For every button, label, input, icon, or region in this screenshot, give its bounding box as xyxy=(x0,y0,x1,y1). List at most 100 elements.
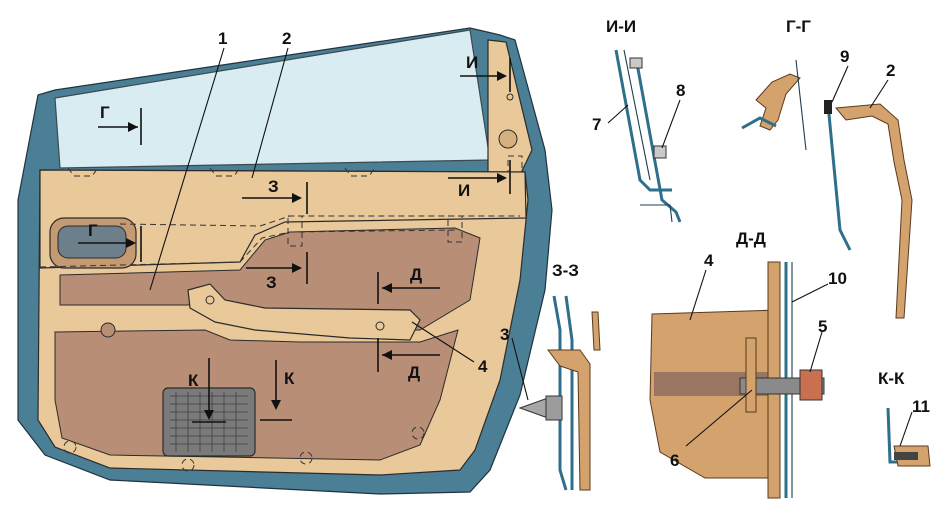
section-d-nut xyxy=(799,369,823,401)
callout-5: 5 xyxy=(818,317,827,336)
leader-3 xyxy=(511,337,529,401)
cut-mark-i-lower: И xyxy=(448,160,511,200)
leader-10 xyxy=(791,283,829,303)
cut-label-g-lower: Г xyxy=(88,221,98,240)
callout-8: 8 xyxy=(676,81,685,100)
section-g-handle xyxy=(755,73,801,131)
leader-4b xyxy=(689,269,707,321)
lower-recess xyxy=(54,329,459,461)
section-g-trim xyxy=(835,103,913,319)
pillar-hole xyxy=(498,129,518,149)
section-i-i: И-И 7 8 xyxy=(592,17,685,223)
callout-10: 10 xyxy=(828,269,847,288)
handle-screw-rear xyxy=(375,321,385,331)
callout-2-section: 2 xyxy=(886,61,895,80)
section-d-d: Д-Д 4 10 5 6 xyxy=(649,229,847,499)
cut-mark-i-upper: И xyxy=(460,53,511,92)
callout-6: 6 xyxy=(670,451,679,470)
section-z-top xyxy=(591,311,601,351)
pillar-hole-small xyxy=(506,93,514,101)
section-d-washer xyxy=(745,337,757,413)
pull-handle xyxy=(187,283,421,341)
cut-label-d-upper: Д xyxy=(410,265,422,284)
leader-5 xyxy=(809,331,823,373)
leader-4 xyxy=(411,321,475,363)
cut-mark-k-right: К xyxy=(260,360,295,421)
trim-plug xyxy=(100,322,116,338)
upper-recess xyxy=(59,227,481,331)
leader-8 xyxy=(661,99,681,149)
section-z-inner xyxy=(564,295,574,490)
section-i-clip xyxy=(653,145,667,159)
clip-box-z xyxy=(287,215,303,247)
cut-label-z-upper: З xyxy=(268,177,279,196)
cut-label-i-lower: И xyxy=(458,181,470,200)
section-g-glass xyxy=(795,59,807,151)
clip-bottom-2 xyxy=(181,458,195,472)
leader-2b xyxy=(869,79,889,109)
section-k-grille xyxy=(894,452,918,460)
cut-mark-z-lower: З xyxy=(246,252,308,292)
clip-box-i xyxy=(507,155,523,173)
section-i-panel xyxy=(634,57,682,223)
section-i-metal-outer xyxy=(614,49,672,192)
section-z-screw-head xyxy=(545,395,563,421)
section-z-outer xyxy=(552,295,568,491)
section-g-g: Г-Г 9 2 xyxy=(741,17,913,319)
clip-bottom-3 xyxy=(299,451,313,465)
section-g-inner-panel xyxy=(826,103,852,251)
section-title-k-k: К-К xyxy=(878,369,905,388)
cut-mark-d-lower: Д xyxy=(377,338,440,382)
section-title-g-g: Г-Г xyxy=(786,17,811,36)
window-glass xyxy=(54,29,491,169)
cut-label-k-right: К xyxy=(284,369,295,388)
leader-7 xyxy=(607,104,629,124)
cut-mark-z-upper: З xyxy=(242,177,308,214)
clip-top-1 xyxy=(67,167,99,177)
door-view: Г Г И И З З xyxy=(17,27,553,495)
section-k-k: К-К 11 xyxy=(878,369,931,467)
section-i-metal-inner xyxy=(623,49,651,181)
cut-mark-g-lower: Г xyxy=(78,221,142,262)
callout-1: 1 xyxy=(218,29,227,48)
callout-4: 4 xyxy=(478,357,488,376)
cut-mark-g-upper: Г xyxy=(98,103,142,145)
callout-3: 3 xyxy=(500,325,509,344)
section-i-flange xyxy=(640,204,673,223)
cut-mark-d-upper: Д xyxy=(377,265,440,304)
leader-6 xyxy=(685,389,753,447)
section-g-clip xyxy=(824,100,832,114)
cut-mark-k-left: К xyxy=(188,358,226,423)
cut-label-d-lower: Д xyxy=(408,363,420,382)
cut-label-i-upper: И xyxy=(466,53,478,72)
leader-1 xyxy=(149,47,225,291)
leader-11 xyxy=(899,411,913,447)
clip-bottom-1 xyxy=(63,440,77,454)
callout-2: 2 xyxy=(282,29,291,48)
section-z-trim xyxy=(547,349,591,491)
clip-top-3 xyxy=(344,167,376,177)
cut-label-g-upper: Г xyxy=(100,103,110,122)
clip-line-upper xyxy=(119,215,520,227)
cut-label-z-lower: З xyxy=(266,273,277,292)
clip-top-2 xyxy=(209,167,241,177)
callout-7: 7 xyxy=(592,115,601,134)
callout-9: 9 xyxy=(840,47,849,66)
section-z-screw-tip xyxy=(518,397,549,419)
callout-4-section: 4 xyxy=(704,251,714,270)
clip-line-lower xyxy=(39,229,457,268)
section-title-i-i: И-И xyxy=(606,17,636,36)
section-i-clip-top xyxy=(629,57,643,69)
clip-bottom-4 xyxy=(411,426,425,440)
cut-label-k-left: К xyxy=(188,371,199,390)
section-z-z: З-З 3 xyxy=(500,261,601,491)
leader-9 xyxy=(831,65,849,103)
section-title-d-d: Д-Д xyxy=(736,229,766,248)
section-title-z-z: З-З xyxy=(552,261,579,280)
section-g-lip xyxy=(741,116,777,130)
handle-screw-front xyxy=(205,295,215,305)
leader-2 xyxy=(251,47,289,179)
callout-11: 11 xyxy=(912,397,930,416)
